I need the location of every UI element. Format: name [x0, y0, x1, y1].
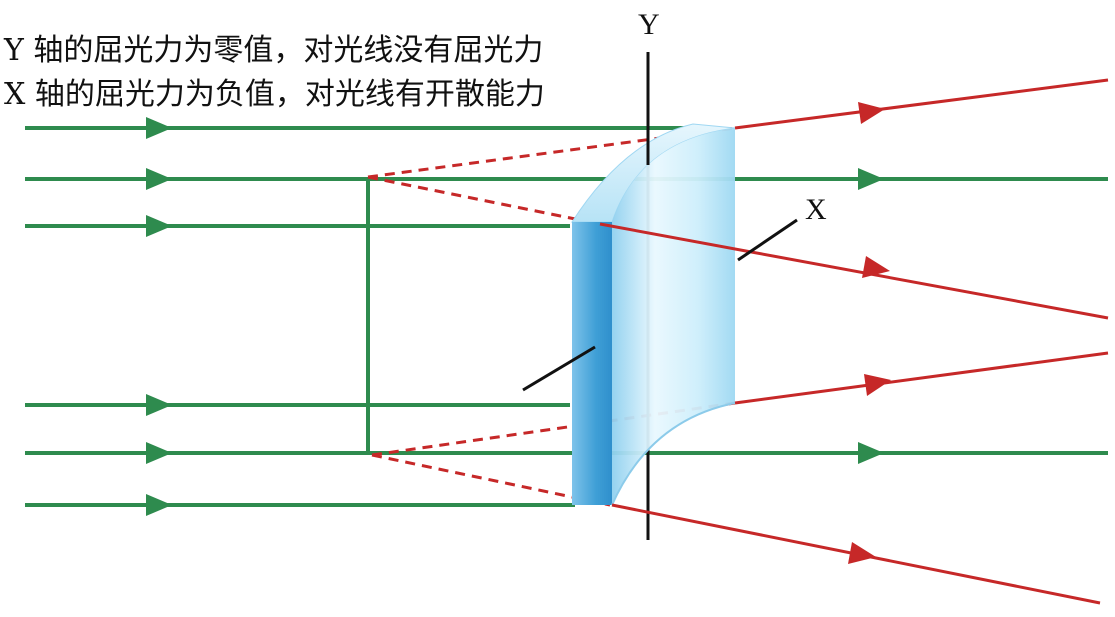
- cylindrical-lens: [571, 123, 736, 506]
- refracted-ray-3: [734, 351, 1109, 405]
- arrow-green-3: [146, 215, 172, 237]
- arrow-green-6: [146, 494, 172, 516]
- x-axis-label: X: [805, 193, 827, 226]
- x-axis-right-segment: [737, 218, 798, 262]
- y-axis-label: Y: [638, 8, 660, 41]
- arrow-green-8: [858, 442, 884, 464]
- incident-rays: [25, 126, 1108, 507]
- caption-y-axis-power: Y 轴的屈光力为零值，对光线没有屈光力: [4, 33, 544, 68]
- lens-bottom-rim: [611, 402, 736, 506]
- arrow-red-1: [858, 102, 885, 124]
- refracted-arrowheads: [848, 102, 891, 564]
- arrow-green-7: [858, 168, 884, 190]
- arrow-red-4: [848, 542, 876, 564]
- virtual-ray-top-down: [367, 175, 601, 226]
- caption-x-axis-power: X 轴的屈光力为负值，对光线有开散能力: [4, 77, 545, 112]
- arrow-red-2: [862, 256, 890, 278]
- refracted-ray-2: [599, 222, 1109, 320]
- lens-front-face: [612, 128, 735, 505]
- refracted-ray-1: [734, 78, 1109, 130]
- arrow-green-2: [146, 168, 172, 190]
- lens-left-edge: [572, 222, 612, 505]
- arrow-green-1: [146, 117, 172, 139]
- virtual-ray-bottom-down: [371, 453, 611, 507]
- incident-arrowheads: [146, 117, 884, 516]
- arrow-green-5: [146, 442, 172, 464]
- x-axis-left-segment: [522, 345, 596, 392]
- arrow-green-4: [146, 394, 172, 416]
- x-axis: [522, 218, 798, 392]
- arrow-red-3: [864, 374, 891, 396]
